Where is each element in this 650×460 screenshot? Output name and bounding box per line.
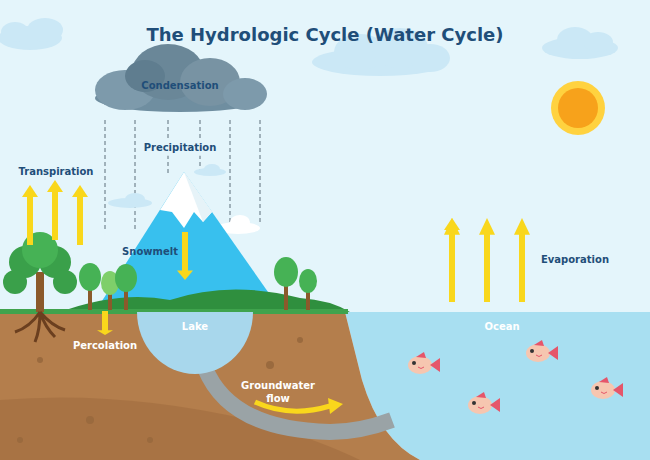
- process-label: Ocean: [484, 321, 519, 334]
- process-label: Condensation: [141, 80, 218, 93]
- process-label: Snowmelt: [122, 246, 178, 259]
- process-label: Percolation: [73, 340, 137, 353]
- process-label: Precipitation: [141, 141, 220, 156]
- process-label: Transpiration: [19, 166, 94, 179]
- title: The Hydrologic Cycle (Water Cycle): [0, 24, 650, 45]
- process-label: Groundwater flow: [238, 380, 318, 405]
- process-label: Evaporation: [541, 254, 609, 267]
- process-label: Lake: [182, 321, 208, 334]
